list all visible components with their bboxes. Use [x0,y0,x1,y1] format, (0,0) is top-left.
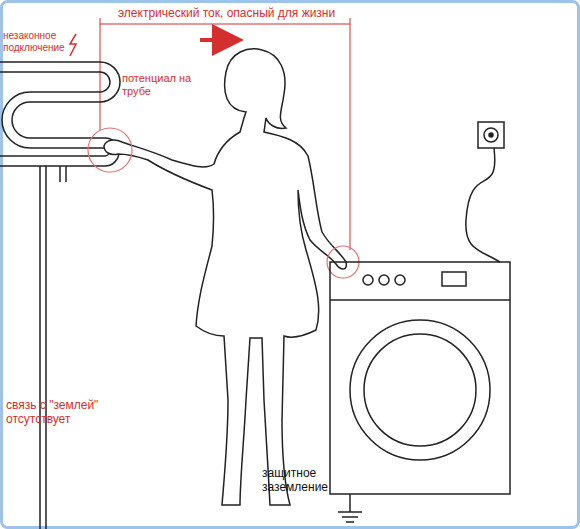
person-silhouette [104,49,346,505]
towel-rail [0,62,120,529]
contact-circle [88,128,132,172]
dimension-label: электрический ток, опасный для жизни [118,6,335,20]
ground-symbol [338,506,362,522]
socket-cord [466,122,504,262]
note-label: связь с "землей" отсутствует [6,398,146,427]
ground-label: защитное заземление [262,466,348,495]
lightning-symbol [70,34,76,56]
callout-label: потенциал на трубе [122,72,200,98]
note-label: незаконное подключение [3,30,67,54]
washing-machine [330,262,510,506]
